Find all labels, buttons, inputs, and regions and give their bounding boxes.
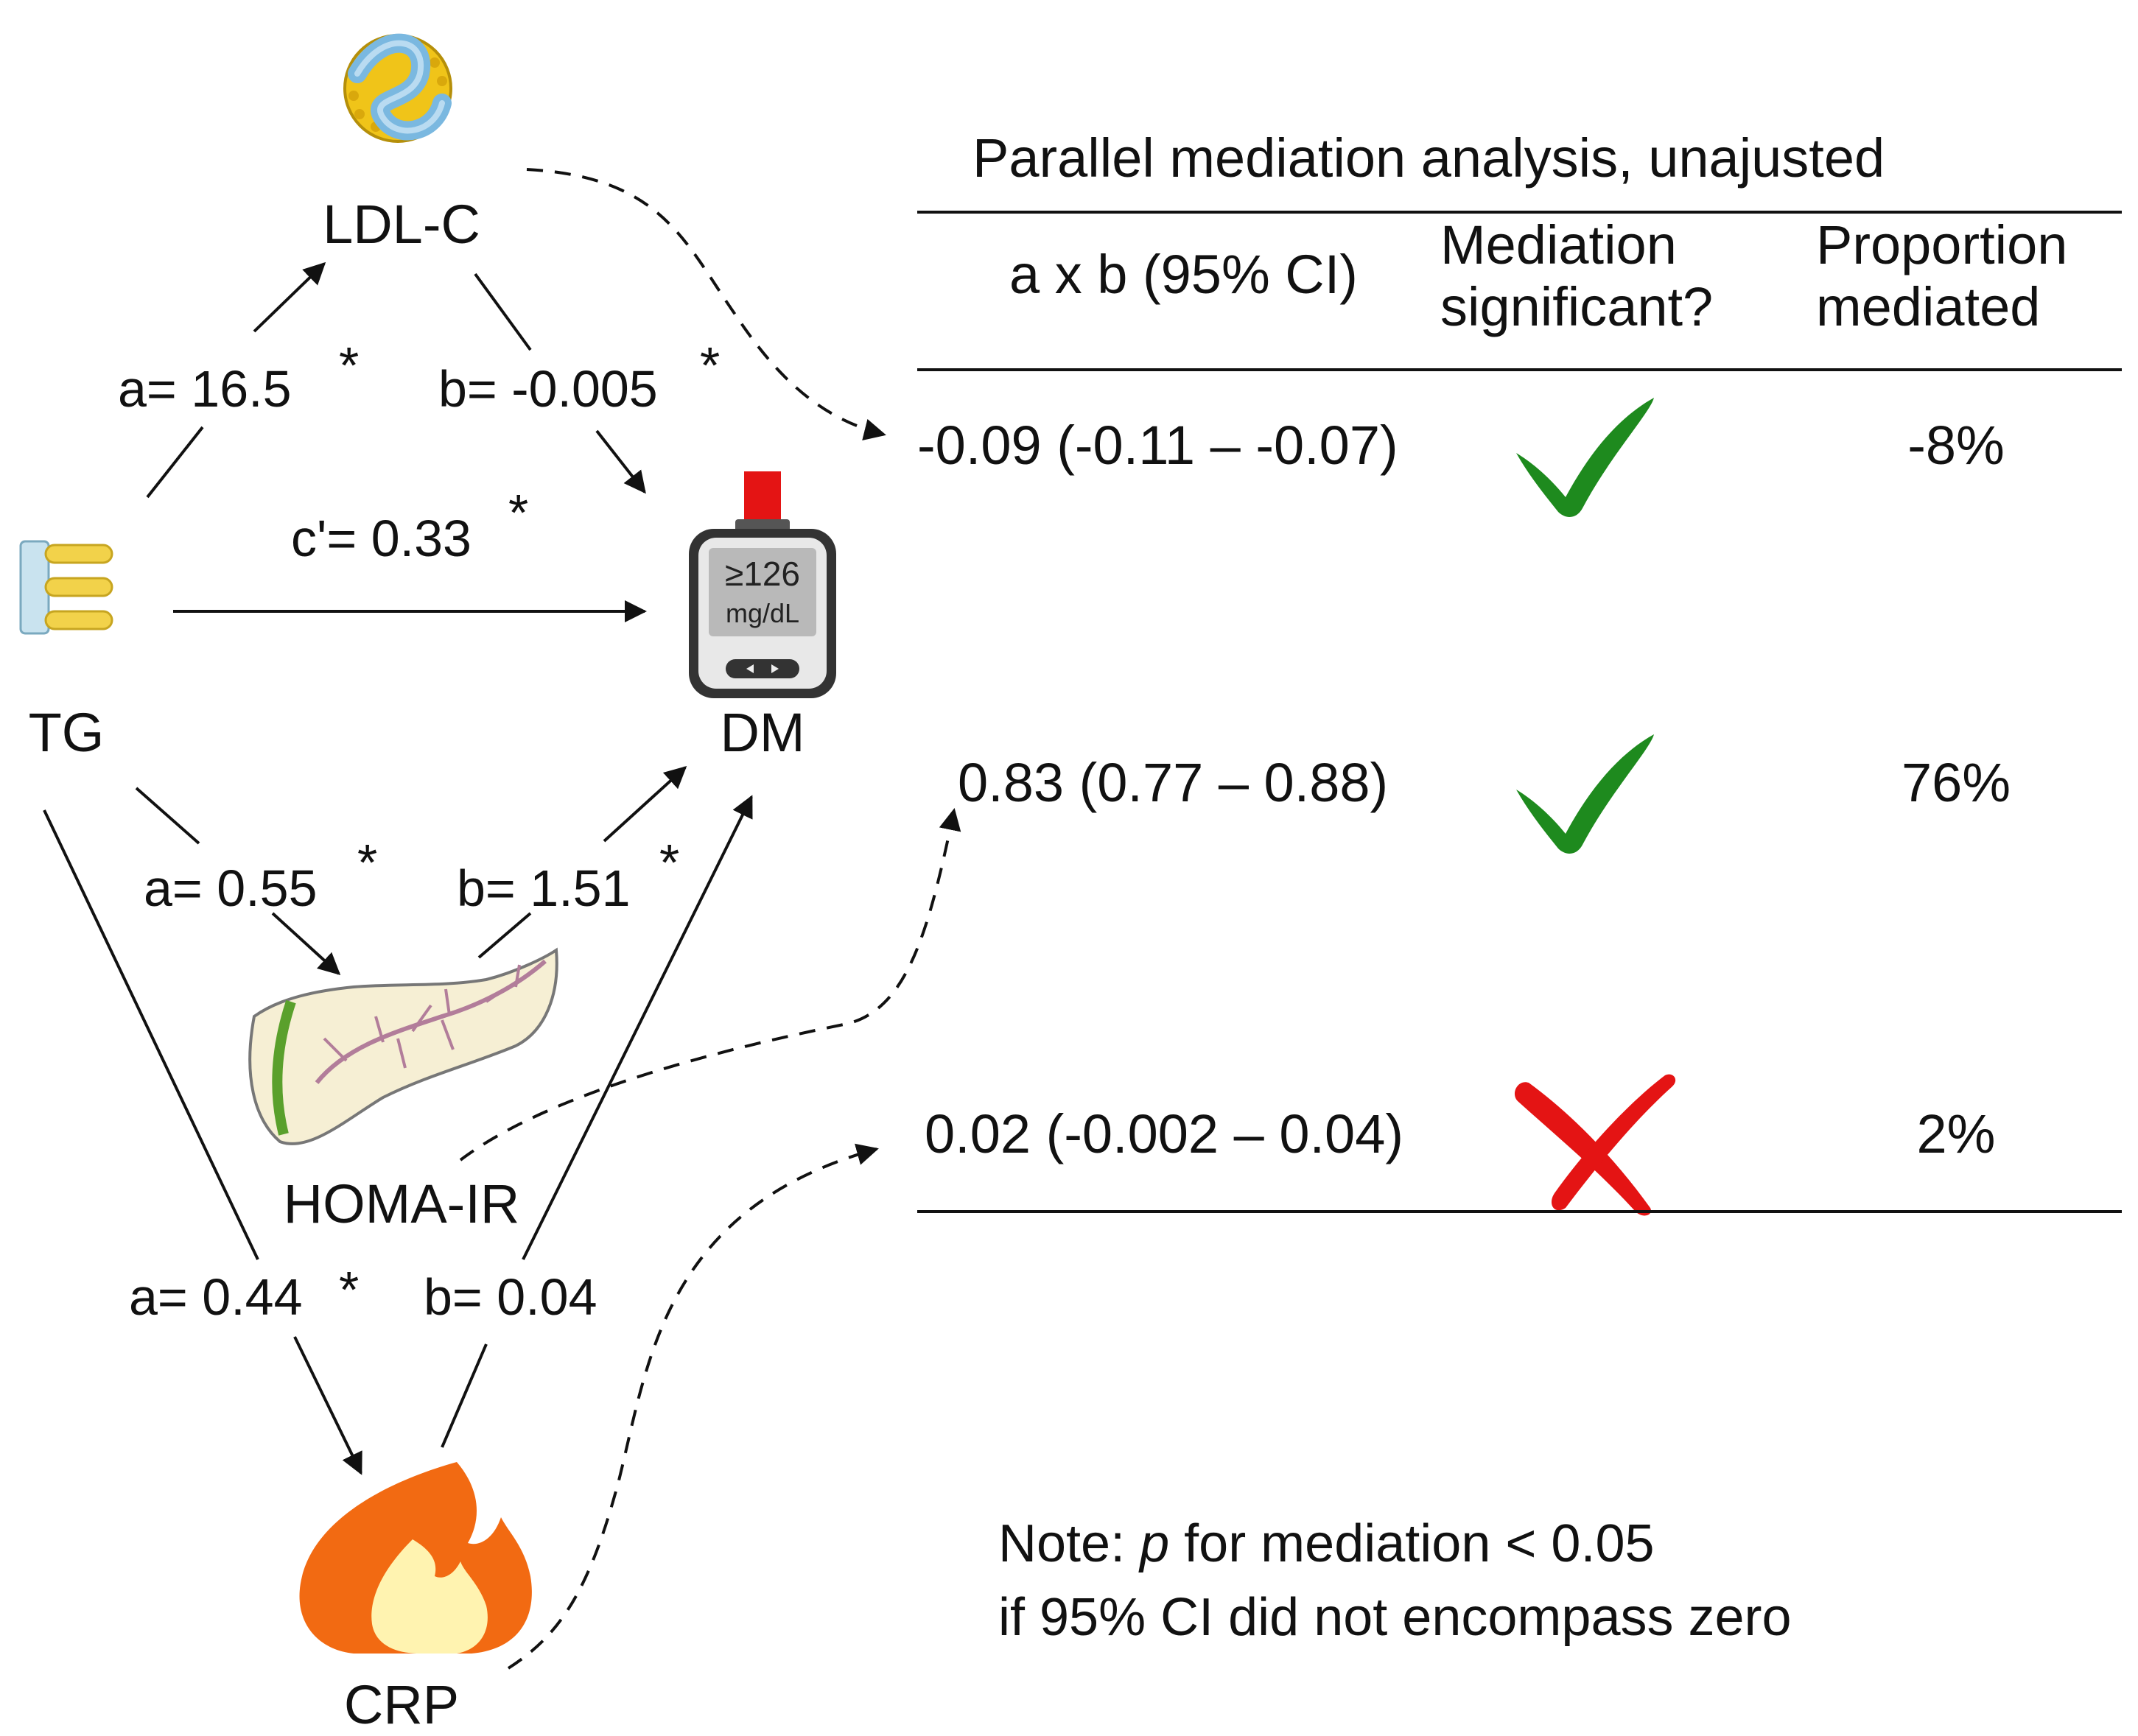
sig-star-ldl-a: * — [339, 337, 359, 394]
node-dm: DM — [720, 702, 805, 763]
header-proportion-1: Proportion — [1816, 214, 2067, 275]
arrow-tg-to-crp-lower — [293, 1336, 362, 1475]
sig-star-crp-a: * — [339, 1261, 359, 1318]
coef-ldl-b: b= -0.005 — [438, 360, 658, 418]
meter-value: ≥126 — [725, 555, 800, 593]
row2-proportion: 76% — [1902, 752, 2011, 813]
dashed-links — [459, 168, 961, 1670]
note-italic-p: p — [1138, 1514, 1169, 1573]
coef-crp-b: b= 0.04 — [424, 1268, 597, 1326]
ldl-particle-icon — [343, 33, 452, 143]
arrow-homa-to-dm-upper — [603, 765, 687, 843]
sig-star-homa-b: * — [659, 834, 679, 891]
header-significant-2: significant? — [1440, 276, 1713, 337]
link-ldl-to-row1 — [526, 168, 886, 440]
node-tg: TG — [29, 702, 105, 763]
note-line-2: if 95% CI did not encompass zero — [998, 1588, 1792, 1647]
node-ldl-c: LDL-C — [323, 194, 480, 255]
sig-star-direct-c: * — [508, 484, 528, 541]
arrow-tg-to-ldl-upper — [253, 261, 326, 333]
row1-check-icon — [1516, 398, 1654, 517]
coef-homa-a: a= 0.55 — [144, 860, 318, 917]
sig-star-ldl-b: * — [700, 337, 720, 394]
meter-unit: mg/dL — [726, 598, 799, 628]
row3-effect: 0.02 (-0.002 – 0.04) — [925, 1103, 1403, 1164]
arrow-tg-to-ldl-lower — [146, 426, 204, 499]
sig-star-homa-a: * — [357, 834, 377, 891]
header-proportion-2: mediated — [1816, 276, 2040, 337]
row1-effect: -0.09 (-0.11 – -0.07) — [917, 415, 1398, 476]
arrow-ldl-to-dm-upper — [474, 273, 532, 351]
node-homa-ir: HOMA-IR — [284, 1173, 520, 1234]
flame-icon — [299, 1462, 532, 1654]
link-crp-to-row3 — [507, 1143, 879, 1670]
arrow-tg-to-homa-lower — [271, 912, 341, 976]
row2-check-icon — [1516, 734, 1654, 854]
arrow-tg-to-homa-upper — [135, 787, 200, 845]
arrow-homa-to-dm-lower — [477, 912, 532, 959]
row3-proportion: 2% — [1917, 1103, 1996, 1164]
glucose-meter-icon: ≥126 mg/dL — [689, 471, 836, 698]
table-title: Parallel mediation analysis, unajusted — [972, 127, 1885, 189]
note-prefix: Note: — [998, 1514, 1140, 1573]
arrow-tg-to-crp-upper — [43, 809, 259, 1260]
link-homa-to-row2 — [459, 808, 961, 1162]
pancreas-icon — [248, 947, 558, 1145]
header-significant-1: Mediation — [1440, 214, 1677, 275]
path-arrows — [43, 261, 753, 1475]
coef-homa-b: b= 1.51 — [457, 860, 631, 917]
arrow-ldl-to-dm-lower — [595, 429, 646, 494]
coef-direct-c: c'= 0.33 — [291, 510, 472, 567]
coef-ldl-a: a= 16.5 — [118, 360, 292, 418]
header-effect: a x b (95% CI) — [1009, 244, 1358, 305]
node-crp: CRP — [344, 1674, 459, 1735]
coef-crp-a: a= 0.44 — [129, 1268, 303, 1326]
row3-cross-icon — [1514, 1074, 1676, 1216]
note-line1-rest: for mediation < 0.05 — [1169, 1514, 1654, 1573]
arrow-crp-to-dm-upper — [522, 795, 753, 1260]
triglyceride-icon — [19, 540, 113, 635]
arrow-crp-to-dm-lower — [441, 1343, 488, 1448]
row2-effect: 0.83 (0.77 – 0.88) — [958, 752, 1388, 813]
row1-proportion: -8% — [1907, 415, 2005, 476]
note-line-1: Note: p for mediation < 0.05 — [998, 1514, 1655, 1573]
